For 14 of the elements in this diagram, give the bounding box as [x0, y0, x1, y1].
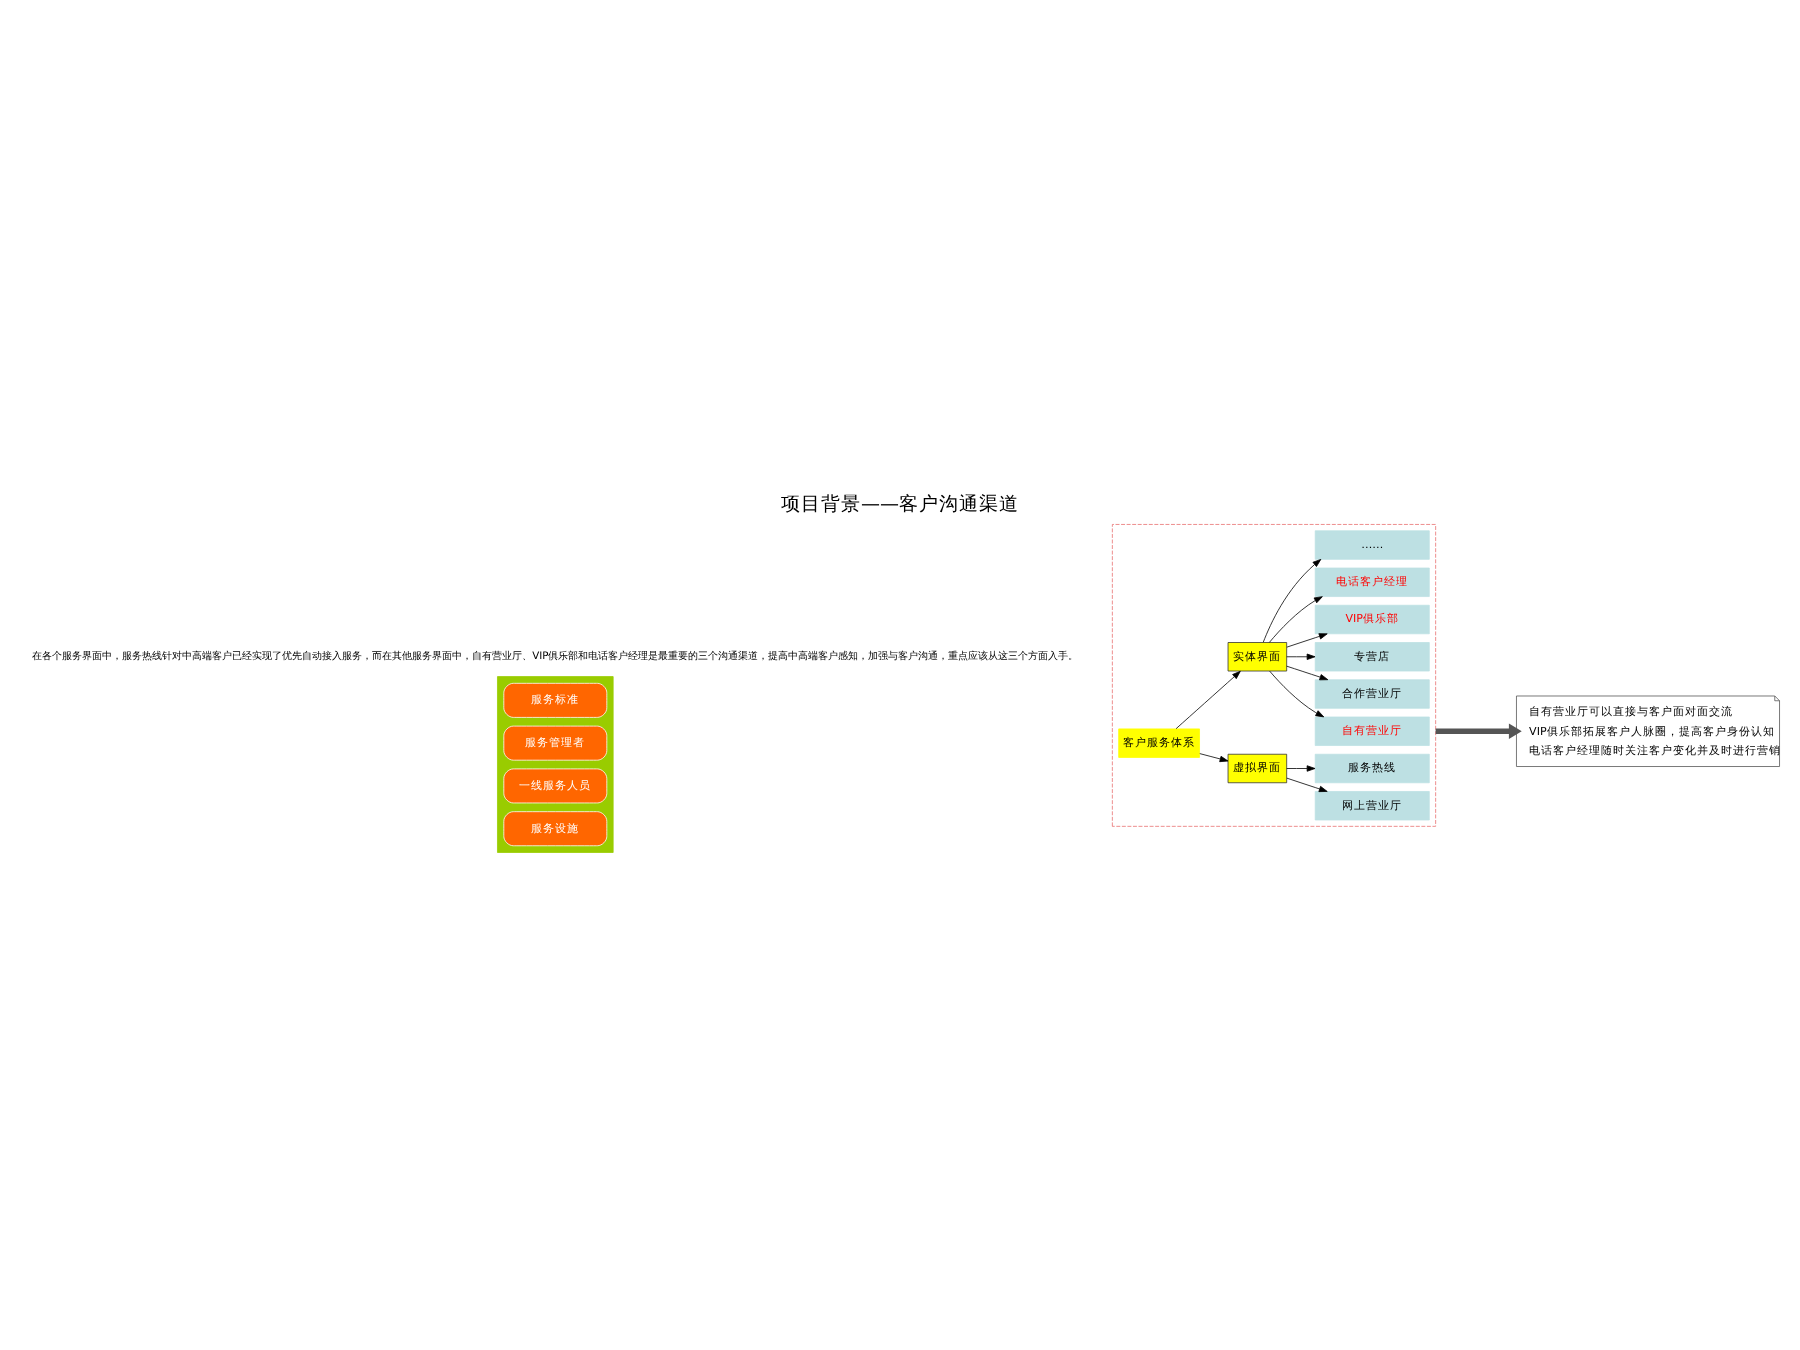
arrow [1435, 723, 1522, 740]
arrow [1199, 753, 1229, 763]
arrow [1269, 670, 1325, 718]
arrow [1262, 559, 1322, 643]
arrow [1286, 765, 1316, 772]
arrow [1286, 777, 1328, 793]
arrow [1269, 596, 1323, 643]
arrow [1286, 633, 1328, 648]
arrow [1286, 653, 1316, 660]
arrow [1286, 665, 1329, 681]
arrow [1175, 670, 1241, 730]
cluster [1111, 524, 1437, 827]
diagram-title: 项目背景——客户沟通渠道 [781, 493, 1019, 516]
cluster [497, 676, 614, 853]
